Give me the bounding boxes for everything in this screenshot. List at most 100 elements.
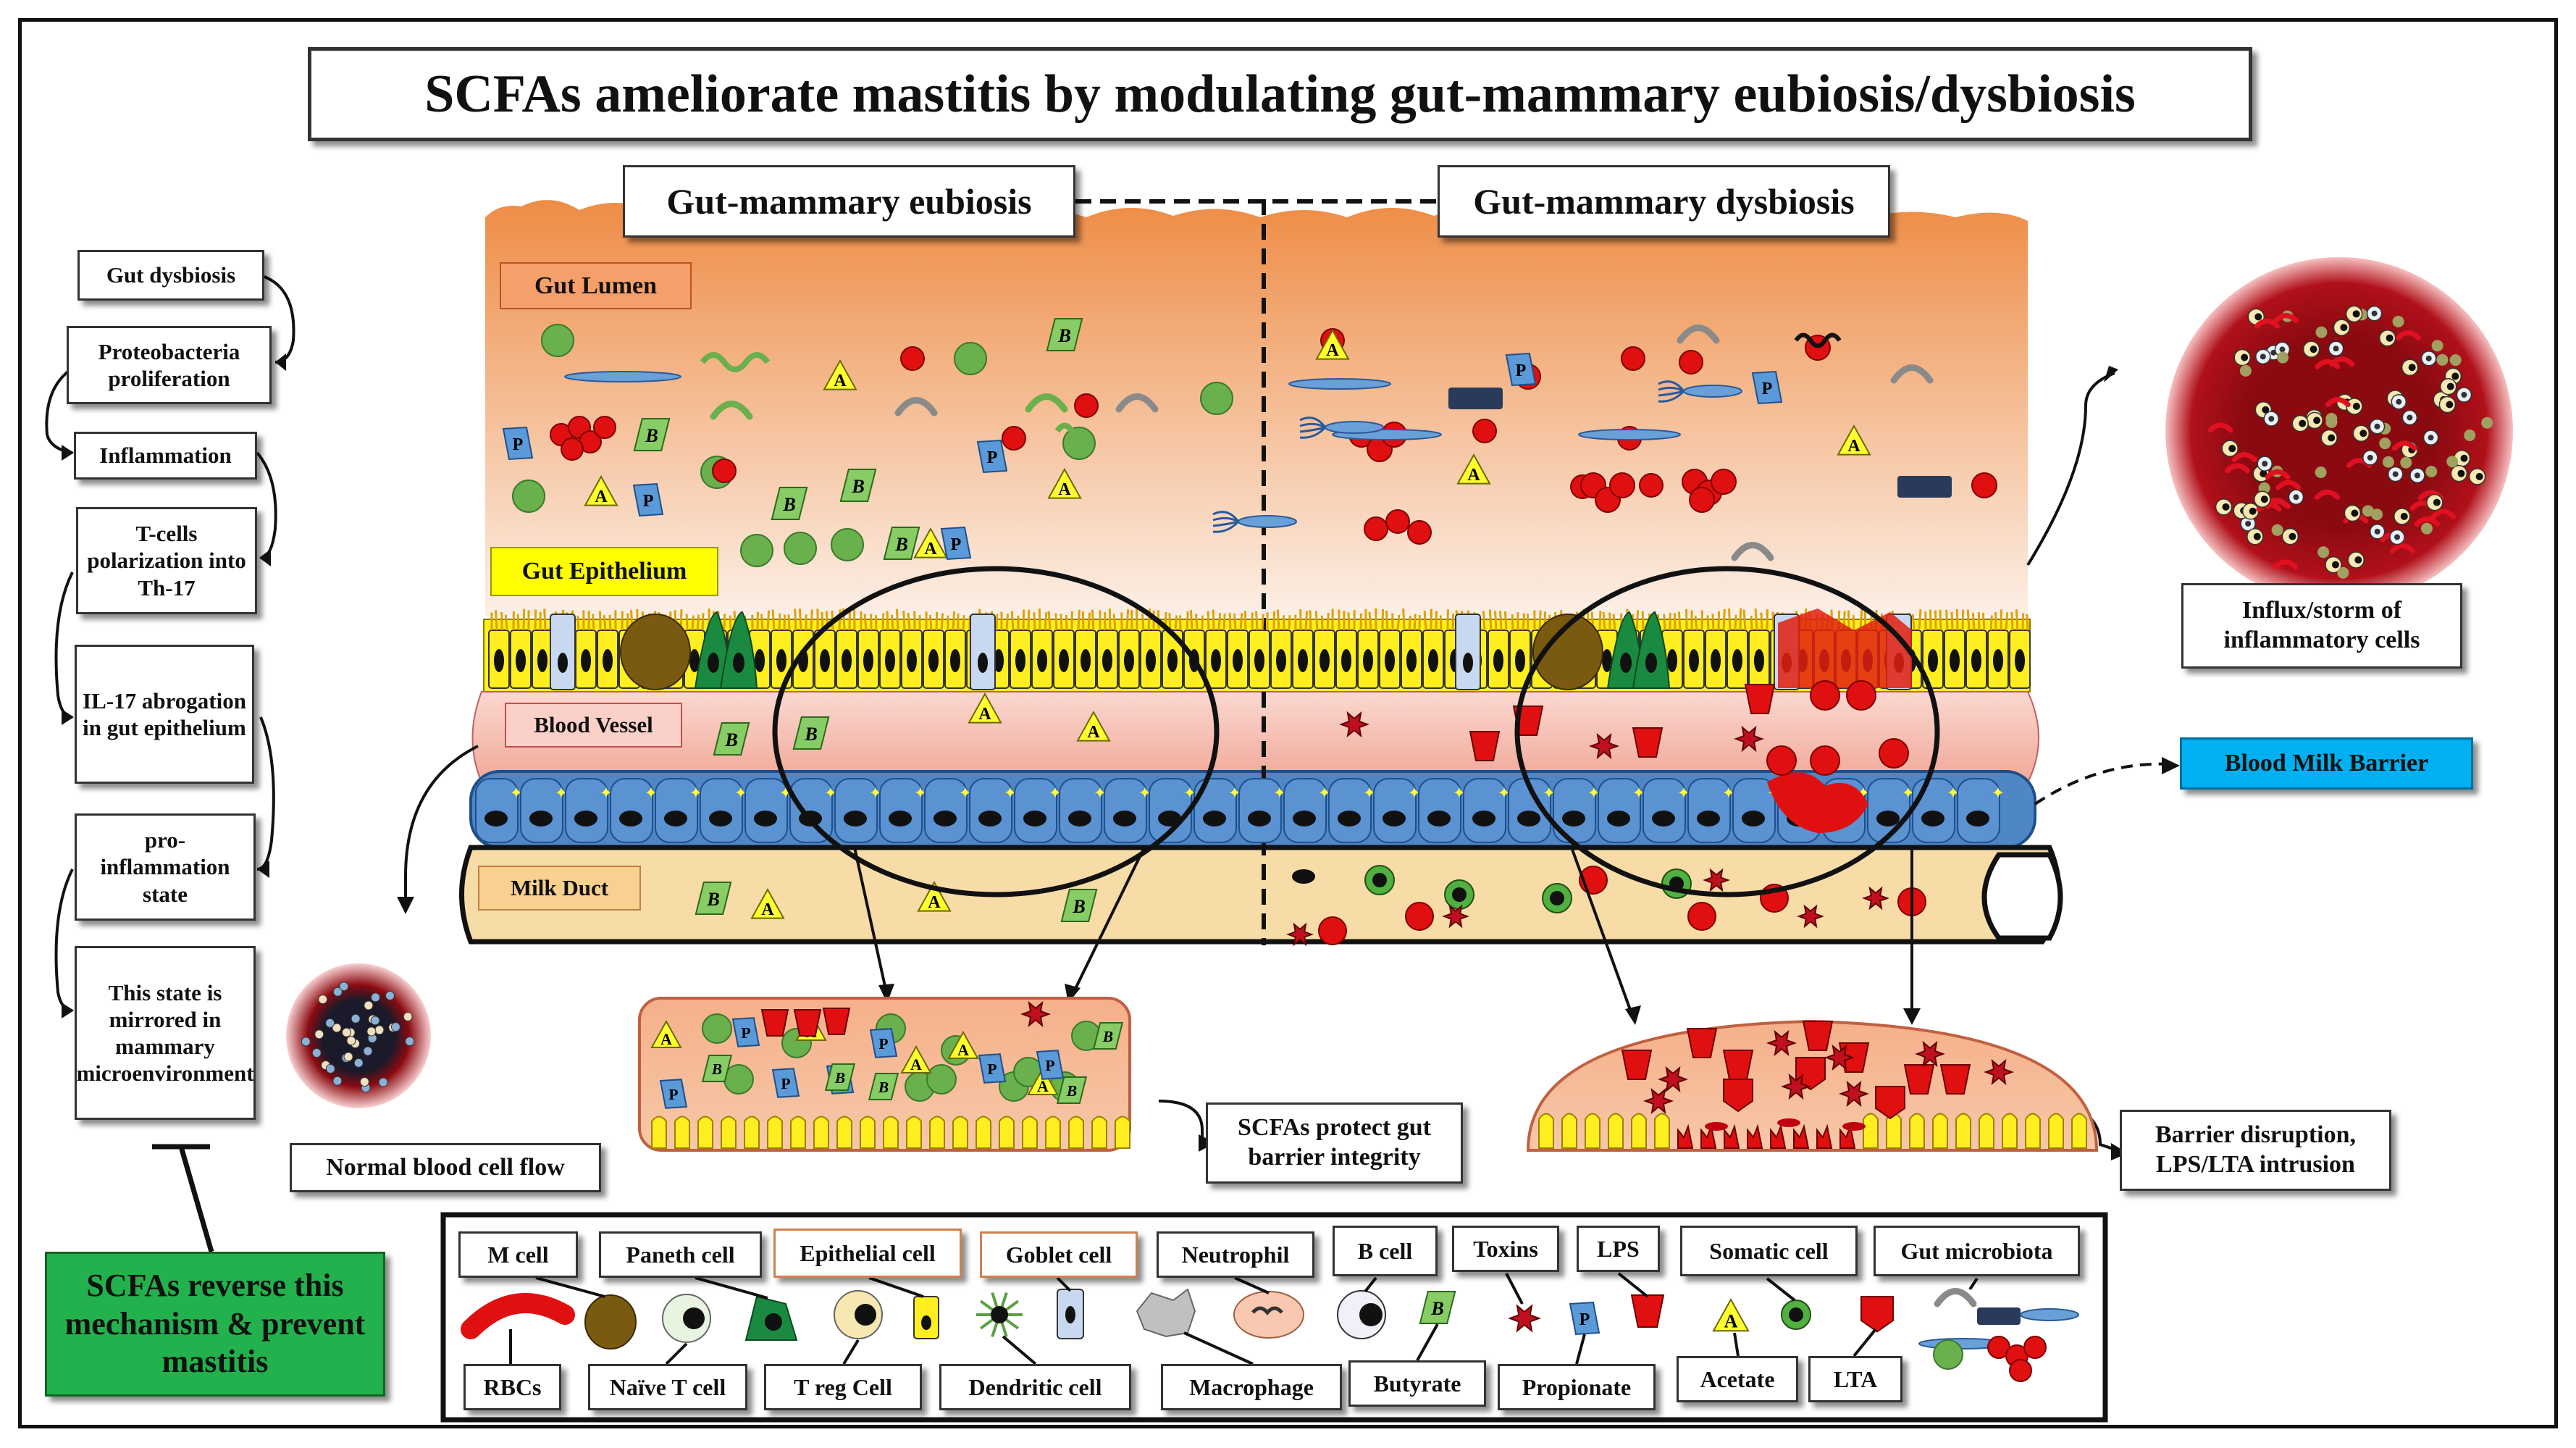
rbc-stream	[2207, 422, 2233, 433]
acetate-icon	[584, 474, 618, 506]
flow-step-inflammation: Inflammation	[74, 432, 257, 480]
cell-nucleus	[2249, 507, 2257, 515]
endothelial-nucleus	[754, 811, 777, 826]
legend-gut-microbiota: Gut microbiota	[1874, 1226, 2080, 1276]
arrowhead	[2162, 757, 2180, 774]
rbc-stream	[2275, 480, 2302, 490]
microvillus	[1494, 611, 1498, 631]
dendritic-nucleus	[1620, 653, 1632, 673]
villus	[952, 1116, 968, 1149]
acetate-icon	[968, 692, 1002, 724]
butyrate-letter: B	[1066, 1082, 1077, 1100]
tight-junction: ✦	[1183, 784, 1196, 802]
lps-icon	[1802, 1021, 1834, 1051]
tight-junction: ✦	[555, 784, 568, 802]
flagellum	[1658, 380, 1685, 392]
legend-pointer	[1002, 1335, 1037, 1365]
cell-nucleus	[2352, 402, 2360, 410]
flow-step-proteobacteria: Proteobacteria proliferation	[67, 326, 272, 404]
microvillus	[1385, 610, 1389, 631]
propionate-letter: P	[987, 448, 998, 467]
green-bacterium	[702, 1013, 732, 1044]
microvillus	[771, 609, 776, 631]
endothelial-nucleus	[1427, 811, 1451, 826]
dendritic-speck	[2446, 456, 2459, 468]
blood-cell	[390, 1022, 400, 1032]
epithelial-nucleus	[907, 649, 917, 672]
epithelial-nucleus	[1167, 649, 1178, 672]
butyrate-letter: B	[1430, 1297, 1444, 1319]
dendritic-speck	[2431, 340, 2443, 352]
blood-cell	[339, 982, 349, 992]
tight-junction: ✦	[1722, 784, 1735, 802]
villus	[744, 1116, 760, 1149]
rbc	[1846, 680, 1876, 711]
arrowhead	[62, 709, 74, 725]
epithelial-nucleus	[1276, 649, 1286, 672]
microvillus	[1771, 611, 1775, 631]
microvillus	[1033, 612, 1036, 631]
butyrate-letter: B	[1102, 1028, 1113, 1045]
cell-nucleus	[2222, 503, 2230, 511]
propionate-icon	[1505, 352, 1537, 387]
arrowhead	[1625, 1005, 1641, 1025]
cell-nucleus	[2253, 532, 2261, 540]
microvillus	[1694, 615, 1698, 631]
toxin-icon	[1643, 1087, 1674, 1115]
propionate-letter: P	[878, 1035, 888, 1052]
microvillus	[1612, 614, 1616, 631]
endothelial-nucleus	[1383, 811, 1406, 826]
acetate-letter: A	[834, 371, 847, 390]
tight-junction: ✦	[869, 784, 882, 802]
microvillus	[576, 615, 580, 631]
arrowhead	[62, 445, 74, 461]
legend-dendritic-cell: Dendritic cell	[939, 1364, 1131, 1410]
paneth-cell	[620, 614, 691, 690]
epithelial-nucleus	[1711, 649, 1721, 672]
toxin-icon	[1286, 922, 1314, 947]
acetate-letter: A	[924, 539, 937, 558]
acetate-letter: A	[978, 704, 991, 724]
dendritic-speck	[2315, 326, 2328, 338]
arrowhead	[1903, 1008, 1921, 1025]
acetate-letter: A	[660, 1030, 672, 1048]
tight-junction: ✦	[1992, 784, 2005, 802]
endothelial-cell	[1059, 778, 1102, 843]
propionate-icon	[976, 439, 1008, 474]
dendritic-nucleus	[1645, 653, 1657, 673]
microvillus	[729, 615, 732, 631]
blood-cell	[366, 1026, 377, 1037]
epithelial-nucleus	[1493, 649, 1503, 672]
blood-cell	[378, 1077, 388, 1087]
villus	[1770, 1123, 1787, 1149]
toxin-icon	[1984, 1058, 2014, 1086]
villus	[1561, 1113, 1577, 1149]
endothelial-nucleus	[1607, 811, 1630, 826]
legend-pointer	[1575, 1334, 1586, 1365]
blood-cell	[363, 1046, 373, 1056]
microvillus	[1488, 609, 1493, 631]
microvillus	[1060, 614, 1063, 631]
epithelial-nucleus	[1406, 649, 1417, 672]
acetate-letter: A	[910, 1055, 922, 1074]
goblet-cell	[1455, 614, 1481, 690]
inhibit-line	[178, 1146, 214, 1252]
rbc-stream	[2414, 516, 2440, 527]
microvillus	[1189, 610, 1193, 631]
villus	[999, 1116, 1015, 1149]
propionate-letter: P	[987, 1060, 997, 1078]
endothelial-nucleus	[1113, 811, 1136, 826]
legend-pointer	[1968, 1277, 1979, 1291]
microvillus	[2015, 609, 2019, 631]
dendritic-speck	[2325, 412, 2338, 424]
epithelial-nucleus	[689, 649, 700, 672]
arrow-eub-right	[1070, 847, 1146, 997]
propionate-icon	[659, 1079, 688, 1109]
flagellum	[1212, 520, 1240, 533]
rbc-stream	[2315, 359, 2341, 369]
flow-step-gut-dysbiosis: Gut dysbiosis	[77, 250, 264, 301]
epithelial-nucleus	[1602, 649, 1612, 672]
microvillus	[890, 614, 894, 631]
cell-nucleus	[2309, 346, 2317, 353]
endothelial-cell	[1957, 778, 2000, 843]
